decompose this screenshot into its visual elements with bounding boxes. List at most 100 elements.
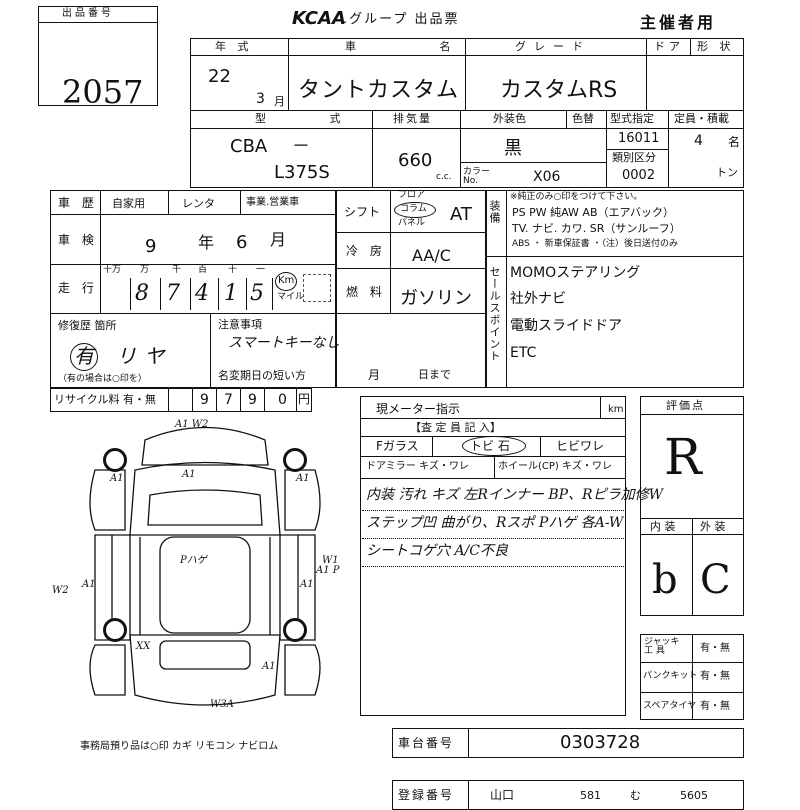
diagram-mark-right-rear-door: A1 P <box>316 565 340 576</box>
inspector-note-3: シートコゲ穴 A/C不良 <box>366 543 508 559</box>
registration-num1: 581 <box>580 789 601 802</box>
caution-label: 注意事項 <box>218 318 262 331</box>
diagram-mark-hood: A1 <box>182 469 196 480</box>
class-code-value: 0002 <box>622 168 656 183</box>
rating-label: 評価点 <box>666 399 705 412</box>
diagram-mark-left-side: A1 <box>82 579 96 590</box>
meter-unit: km <box>608 404 624 415</box>
header-displacement: 排気量 <box>393 112 432 125</box>
registration-region: 山口 <box>490 788 515 802</box>
ac-value: AA/C <box>412 246 451 265</box>
header-grade: グレード <box>515 40 591 53</box>
inspection-month-unit: 月 <box>270 230 287 249</box>
shift-option-column: コラム <box>400 204 427 214</box>
fuel-value: ガソリン <box>400 288 472 309</box>
glass-option-chip: トビ 石 <box>470 439 510 453</box>
chassis-value: 0303728 <box>560 732 641 753</box>
registration-kana: む <box>630 789 641 802</box>
diagram-mark-roof: Pハゲ <box>180 555 207 566</box>
brand-logo: KCAA <box>292 8 346 29</box>
sales-point-1: MOMOステアリング <box>510 265 641 281</box>
glass-option-crack: ヒビワレ <box>556 439 605 453</box>
repair-label: 修復歴 箇所 <box>58 319 117 332</box>
chassis-row <box>392 728 744 758</box>
sales-point-3: 電動スライドドア <box>510 318 622 334</box>
glass-label: Fガラス <box>376 439 419 453</box>
repair-note: （有の場合は○印を） <box>58 374 147 384</box>
jack-label: ジャッキ 工 具 <box>644 637 680 656</box>
history-option-rental: レンタ <box>182 197 215 210</box>
diagram-mark-right-side: A1 <box>300 579 314 590</box>
registration-label: 登録番号 <box>398 788 455 802</box>
diagram-mark-rear: W3A <box>210 699 234 710</box>
chassis-label: 車台番号 <box>398 736 455 750</box>
sales-point-2: 社外ナビ <box>510 291 566 307</box>
equipment-line1: PS PW 純AW AB（エアバック） <box>512 206 675 219</box>
mileage-digit-1: 8 <box>135 281 149 306</box>
glass-chip-circle <box>462 436 526 456</box>
diagram-mark-left-step: W2 <box>52 585 69 596</box>
office-keys-note: 事務局預り品は○印 カギ リモコン ナビロム <box>80 741 279 752</box>
recycle-digit-3: 9 <box>248 392 257 408</box>
mileage-digit-4: 1 <box>224 281 238 306</box>
spare-tire-options: 有・無 <box>700 701 730 712</box>
year-value: 22 <box>208 66 231 87</box>
history-table <box>50 190 336 388</box>
organizer-label: 主催者用 <box>640 13 717 32</box>
exterior-score: C <box>700 557 731 603</box>
shift-option-floor: フロア <box>398 190 426 200</box>
shift-label: シフト <box>344 205 381 219</box>
exterior-label: 外 装 <box>700 520 726 533</box>
inspection-year-unit: 年 <box>198 233 215 252</box>
car-name-value: タントカスタム <box>298 78 460 103</box>
puncture-kit-options: 有・無 <box>700 671 730 682</box>
spec-table <box>336 190 486 388</box>
inspector-header: 【査 定 員 記 入】 <box>410 421 501 434</box>
wheel-options: ホイール(CP) キズ・ワレ <box>498 461 612 472</box>
sales-points-label: セールスポイント <box>488 266 501 362</box>
history-option-private: 自家用 <box>112 197 145 210</box>
vehicle-info-table <box>190 38 744 188</box>
displacement-value: 660 <box>398 150 433 171</box>
recycle-digit-4: 0 <box>278 392 287 408</box>
mileage-unit-100k: 十万 <box>103 265 122 275</box>
cc-unit: c.c. <box>436 172 452 182</box>
ac-label: 冷 房 <box>346 244 386 258</box>
diagram-mark-right-rear: A1 <box>262 661 276 672</box>
inspector-box <box>360 396 626 716</box>
month-unit: 月 <box>274 95 285 108</box>
mileage-digit-3: 4 <box>195 281 209 306</box>
type-designation-value: 16011 <box>618 131 660 146</box>
equipment-line2: TV. ナビ. カワ. SR（サンルーフ） <box>512 222 681 235</box>
header-color-change: 色替 <box>572 112 594 125</box>
recycle-unit: 円 <box>298 392 311 406</box>
shift-value: AT <box>450 204 472 225</box>
fuel-label: 燃 料 <box>346 285 386 299</box>
inspection-year: 9 <box>145 236 157 257</box>
repair-yes-circle <box>70 343 98 371</box>
meter-label: 現メーター指示 <box>376 402 461 416</box>
equipment-line3: ABS ・ 新車保証書 ・（注）後日送付のみ <box>512 239 678 249</box>
jack-options: 有・無 <box>700 643 730 654</box>
mileage-check-box <box>303 274 331 302</box>
lot-number-label: 出品番号 <box>62 8 114 19</box>
color-no-label: カラー No. <box>463 167 491 186</box>
mileage-unit-10: 十 <box>228 265 238 275</box>
header-door: ドア <box>654 40 684 53</box>
color-no-value: X06 <box>533 169 561 185</box>
diagram-mark-right-front: A1 <box>296 473 310 484</box>
header-type-designation: 型式指定 <box>610 112 654 125</box>
km-circle <box>275 272 297 291</box>
history-option-business: 事業.営業車 <box>246 197 300 208</box>
model-prefix: CBA <box>230 136 268 157</box>
mileage-unit-10k: 万 <box>140 265 150 275</box>
equipment-box <box>486 190 744 388</box>
mileage-digit-5: 5 <box>250 281 264 306</box>
header-car-name: 車 名 <box>345 40 491 53</box>
inspection-month: 6 <box>236 232 248 253</box>
diagram-mark-front: A1 W2 <box>175 419 209 430</box>
ton-unit: トン <box>716 166 738 179</box>
sales-point-4: ETC <box>510 345 537 361</box>
seats-value: 4 <box>694 133 703 149</box>
interior-score: b <box>652 557 678 603</box>
